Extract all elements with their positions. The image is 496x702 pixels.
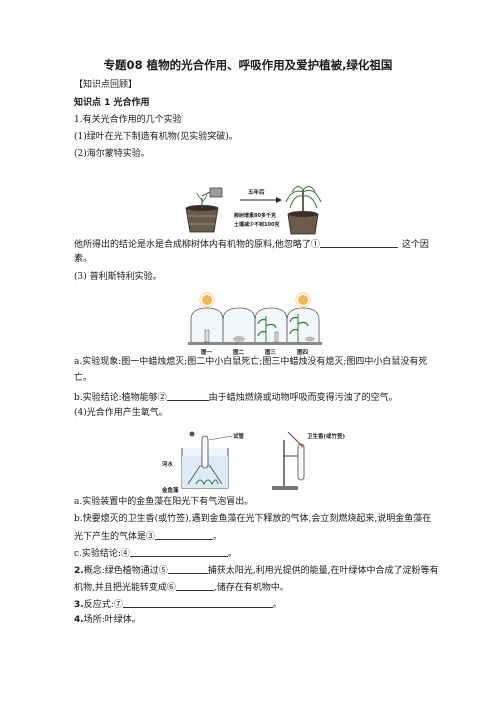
concept-post: 捕获太阳光,利用光提供的能量,在叶绿体中合成了淀粉等有 [207, 566, 439, 576]
fig2-label-1: 图一 [201, 348, 213, 356]
reaction-post: 。 [272, 600, 282, 610]
helmont-experiment-figure: 五年后 柳树增重80多千克 土壤减少不到100克 [185, 186, 322, 235]
review-header: 【知识点回顾】 [74, 80, 138, 90]
blank-5 [167, 563, 208, 574]
priestley-phenomenon-cont: 亡。 [74, 373, 93, 383]
concept-pre: 概念:绿色植物通过⑤ [83, 566, 168, 576]
section-1a: (1)绿叶在光下制造有机物(见实验突破)。 [74, 132, 238, 142]
concept-line-2: 机物,并且把光能转变成⑥ ,储存在有机物中。 [74, 580, 289, 595]
oxygen-step-b-pre: 光下产生的气体是③ [74, 532, 156, 542]
priestley-experiment-figure: 图一 图二 图三 图四 [188, 292, 322, 356]
knowledge-point-1-title: 知识点 1 光合作用 [74, 98, 150, 108]
location-text: 场所:叶绿体。 [83, 615, 141, 625]
fig2-label-3: 图三 [265, 348, 277, 356]
section-1b: (2)海尔蒙特实验。 [74, 149, 150, 159]
soil-note: 土壤减少不到100克 [234, 221, 279, 228]
reaction-number: 3. [74, 600, 84, 610]
page-title: 专题08 植物的光合作用、呼吸作用及爱护植被,绿化祖国 [103, 58, 393, 72]
fig2-label-4: 图四 [297, 348, 309, 356]
oxygen-step-a: a.实验装置中的金鱼藻在阳光下有气泡冒出。 [74, 497, 254, 507]
helmont-conclusion: 他所得出的结论是水是合成柳树体内有机物的原料,他忽略了① 这个因 [74, 237, 429, 252]
priestley-conclusion: b.实验结论:植物能够② 由于蜡烛燃烧或动物呼吸而变得污浊了的空气。 [74, 390, 398, 405]
priestley-conclusion-pre: b.实验结论:植物能够② [74, 393, 167, 403]
blank-2 [166, 390, 209, 401]
weight-note: 柳树增重80多千克 [234, 212, 276, 219]
algae-label: 金鱼藻 [161, 486, 179, 494]
helmont-conclusion-cont: 素。 [74, 254, 93, 264]
blank-3 [155, 529, 214, 540]
section-1c: (3) 普利斯特利实验。 [74, 272, 162, 282]
helmont-text-post: 这个因 [401, 240, 429, 250]
tube-label: 试管 [233, 432, 245, 440]
reaction-line: 3.反应式:⑦ 。 [74, 597, 282, 612]
section-1-heading: 1.有关光合作用的几个实验 [74, 115, 182, 125]
helmont-text-pre: 他所得出的结论是水是合成柳树体内有机物的原料,他忽略了① [74, 240, 320, 250]
location-number: 4. [74, 615, 84, 625]
oxygen-experiment-figure: 试管 河水 金鱼藻 卫生香(或竹签) [161, 431, 346, 494]
oxygen-step-b: b.快要熄灭的卫生香(或竹签),遇到金鱼藻在光下释放的气体,会立刻燃烧起来,说明… [74, 514, 432, 524]
blank-1 [319, 237, 398, 248]
priestley-phenomenon: a.实验现象:图一中蜡烛熄灭;图二中小白鼠死亡;图三中蜡烛没有熄灭;图四中小白鼠… [74, 357, 428, 367]
stick-label: 卫生香(或竹签) [307, 432, 346, 440]
oxygen-step-b-post: 。 [213, 532, 223, 542]
blank-4 [129, 546, 228, 557]
oxygen-step-b-cont: 光下产生的气体是③ 。 [74, 529, 222, 544]
priestley-conclusion-post: 由于蜡烛燃烧或动物呼吸而变得污浊了的空气。 [208, 393, 398, 403]
oxygen-conclusion: c.实验结论:④ 。 [74, 546, 237, 561]
blank-7 [122, 597, 273, 608]
concept-l2-pre: 机物,并且把光能转变成⑥ [74, 583, 176, 593]
reaction-pre: 反应式:⑦ [83, 600, 123, 610]
concept-number: 2. [74, 566, 84, 576]
fig2-label-2: 图二 [233, 348, 245, 356]
arrow-label: 五年后 [248, 188, 265, 196]
blank-6 [175, 580, 214, 591]
concept-line: 2.概念:绿色植物通过⑤ 捕获太阳光,利用光提供的能量,在叶绿体中合成了淀粉等有 [74, 563, 438, 578]
oxygen-conclusion-pre: c.实验结论:④ [74, 549, 130, 559]
location-line: 4.场所:叶绿体。 [74, 614, 141, 627]
section-1d: (4)光合作用产生氧气。 [74, 408, 168, 418]
water-label: 河水 [162, 460, 174, 468]
concept-l2-post: ,储存在有机物中。 [213, 583, 289, 593]
oxygen-conclusion-post: 。 [227, 549, 237, 559]
